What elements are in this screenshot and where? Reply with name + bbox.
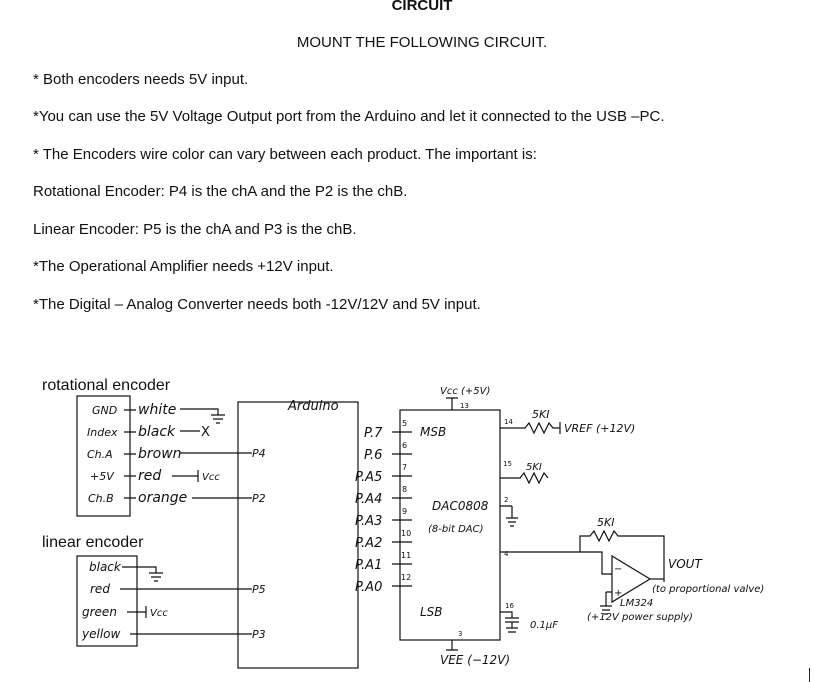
lm324-supply: (+12V power supply) [587, 612, 693, 623]
linear-encoder-title: linear encoder [42, 534, 144, 551]
rot-wire-color: white [138, 402, 176, 418]
vee-label: VEE (−12V) [440, 653, 510, 667]
arduino-board [237, 401, 359, 669]
circuit-schematic: rotational encoder GND Index Ch.A +5V Ch… [42, 377, 764, 669]
vcc-label: Vcc [202, 472, 220, 483]
lm324-label: LM324 [620, 598, 653, 609]
note-line: Rotational Encoder: P4 is the chA and th… [33, 183, 408, 200]
vout-label: VOUT [668, 557, 703, 571]
rot-pin-label: +5V [90, 470, 115, 483]
arduino-port: P.A2 [355, 536, 382, 551]
dac-pin-number: 16 [505, 602, 514, 610]
red-wire [172, 470, 199, 482]
rot-pin-label: Ch.A [87, 448, 113, 461]
arduino-pin-label: P3 [252, 628, 266, 641]
dac-pin-number: 14 [504, 418, 513, 426]
note-line: *The Digital – Analog Converter needs bo… [33, 296, 481, 313]
rot-pin-label: Index [87, 426, 118, 439]
lm324-op-amp [611, 554, 652, 604]
data-bus-wires [392, 431, 412, 587]
no-connect-mark: X [201, 425, 210, 440]
dac-vcc-label: Vcc (+5V) [440, 386, 490, 397]
arduino-title: Arduino [287, 399, 339, 414]
arduino-port: P.6 [364, 448, 382, 463]
arduino-pin-label: P4 [252, 447, 266, 460]
note-line: *The Operational Amplifier needs +12V in… [33, 258, 334, 275]
dac-pin-number: 15 [503, 460, 512, 468]
resistor-r1 [500, 421, 561, 435]
vcc-label: Vcc [150, 608, 168, 619]
r2-label: 5KI [526, 462, 542, 473]
vref-label: VREF (+12V) [564, 422, 635, 435]
arduino-port: P.A5 [355, 470, 382, 485]
linear-green-wire [127, 606, 147, 618]
resistor-r2 [500, 471, 549, 485]
capacitor-label: 0.1µF [530, 620, 558, 631]
rot-pin-label: GND [92, 404, 117, 417]
dac-name: DAC0808 [432, 499, 489, 513]
rot-pin-ticks [124, 409, 136, 499]
arduino-port: P.A1 [355, 558, 382, 573]
op-amp-minus: − [614, 564, 622, 575]
lin-wire-color: yellow [81, 627, 120, 641]
dac-pin-number: 2 [504, 496, 508, 504]
note-line: * Both encoders needs 5V input. [33, 71, 249, 88]
dac0808-chip [399, 409, 501, 641]
page-title: CIRCUIT [391, 0, 453, 14]
dac-pin-number: 7 [402, 463, 407, 472]
dac-pin-number: 13 [460, 402, 469, 410]
r1-label: 5KI [532, 408, 549, 421]
ground-symbol [211, 414, 225, 424]
note-line: *You can use the 5V Voltage Output port … [33, 108, 665, 125]
text-cursor [809, 668, 810, 682]
dac-pin-number: 6 [402, 441, 407, 450]
r3-label: 5KI [597, 516, 614, 529]
arduino-port: P.A3 [355, 514, 382, 529]
rot-wire-color: red [138, 468, 161, 484]
dac-pin-number: 10 [401, 529, 411, 538]
rot-wire-color: brown [138, 446, 182, 462]
linear-encoder-box [76, 555, 138, 647]
page-subtitle: MOUNT THE FOLLOWING CIRCUIT. [296, 34, 548, 51]
arduino-pin-label: P2 [252, 492, 266, 505]
dac-vee-pin [446, 640, 458, 651]
arduino-pin-label: P5 [252, 583, 266, 596]
dac-pin-number: 8 [402, 485, 407, 494]
vout-note: (to proportional valve) [652, 584, 764, 595]
dac-pin-number: 4 [504, 550, 509, 558]
note-line: * The Encoders wire color can vary betwe… [33, 146, 537, 163]
pin2-ground [500, 505, 518, 527]
lin-wire-color: red [90, 582, 110, 596]
dac-pin-number: 12 [401, 573, 411, 582]
rot-wire-color: orange [138, 490, 187, 506]
rotational-encoder-title: rotational encoder [42, 377, 171, 394]
dac-output-wire [500, 551, 612, 575]
dac-vcc-pin [446, 397, 458, 410]
msb-label: MSB [420, 425, 446, 439]
capacitor [500, 611, 519, 633]
op-amp-ground [600, 591, 612, 615]
resistor-r3 [579, 529, 665, 582]
arduino-port: P.A4 [355, 492, 382, 507]
dac-bits: (8-bit DAC) [428, 524, 484, 535]
arduino-port: P.A0 [355, 580, 382, 595]
rotational-encoder-box [76, 395, 131, 517]
white-wire [180, 408, 219, 415]
dac-pin-number: 9 [402, 507, 407, 516]
lin-wire-color: black [89, 560, 122, 574]
arduino-port: P.7 [364, 426, 383, 441]
lin-wire-color: green [82, 605, 117, 619]
linear-ground-wire [122, 566, 163, 582]
rot-pin-label: Ch.B [88, 492, 114, 505]
op-amp-plus: + [614, 588, 622, 599]
note-line: Linear Encoder: P5 is the chA and P3 is … [33, 221, 357, 238]
dac-pin-number: 11 [401, 551, 411, 560]
rot-wire-color: black [138, 424, 176, 440]
dac-pin-number: 3 [458, 630, 462, 638]
lsb-label: LSB [420, 605, 443, 619]
dac-pin-number: 5 [402, 419, 407, 428]
